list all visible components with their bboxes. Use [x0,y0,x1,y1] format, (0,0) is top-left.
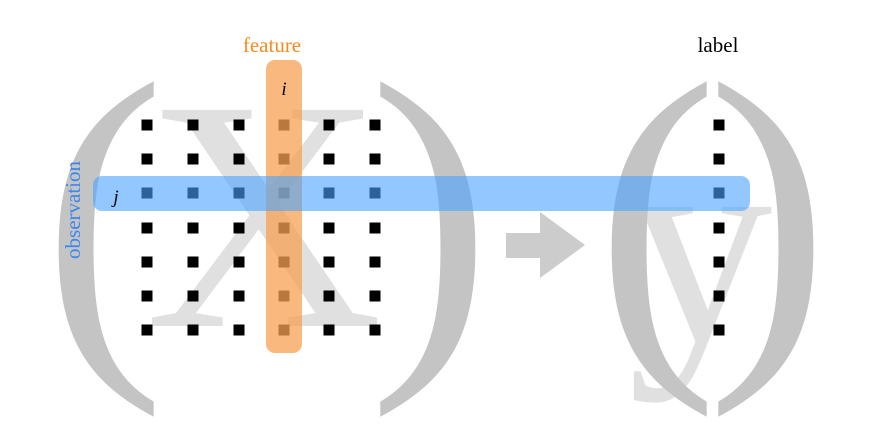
observation-index: j [110,187,118,208]
matrix-dot [187,324,199,336]
matrix-dot [141,119,153,131]
matrix-left-paren: ( [42,9,165,419]
matrix-dot [369,290,381,302]
matrix-dot [233,290,245,302]
matrix-dot [323,290,335,302]
vector-dot [713,256,725,268]
vector-left-paren: ( [595,9,718,419]
feature-label: feature [243,33,301,57]
matrix-dot [323,153,335,165]
matrix-dot [141,290,153,302]
matrix-dot [369,222,381,234]
matrix-dot [369,256,381,268]
vector-symbol-watermark: y [628,82,773,403]
matrix-symbol-watermark: X [145,33,383,398]
matrix-dot [233,222,245,234]
vector-dot [713,290,725,302]
matrix-dot [141,153,153,165]
matrix-dot [233,256,245,268]
arrow-icon [506,212,585,278]
vector-dot [713,119,725,131]
matrix-right-paren: ) [368,9,491,419]
feature-index: i [281,79,286,100]
matrix-dot [141,324,153,336]
matrix-dot [323,222,335,234]
vector-dot [713,222,725,234]
matrix-dot [323,119,335,131]
vector-dot [713,324,725,336]
observation-row-highlight [93,176,750,211]
matrix-dot [141,222,153,234]
vector-right-paren: ) [706,9,829,419]
matrix-dot [233,153,245,165]
matrix-dot [187,256,199,268]
matrix-dot [233,119,245,131]
matrix-dot [187,153,199,165]
label-label: label [698,33,739,57]
matrix-dot [187,222,199,234]
matrix-dot [187,290,199,302]
matrix-dot [141,256,153,268]
matrix-dot [323,324,335,336]
observation-label: observation [61,161,85,259]
matrix-dot [369,153,381,165]
matrix-dot [323,256,335,268]
matrix-dot [233,324,245,336]
matrix-dot [369,119,381,131]
vector-dot [713,153,725,165]
matrix-dot [187,119,199,131]
matrix-dot [369,324,381,336]
